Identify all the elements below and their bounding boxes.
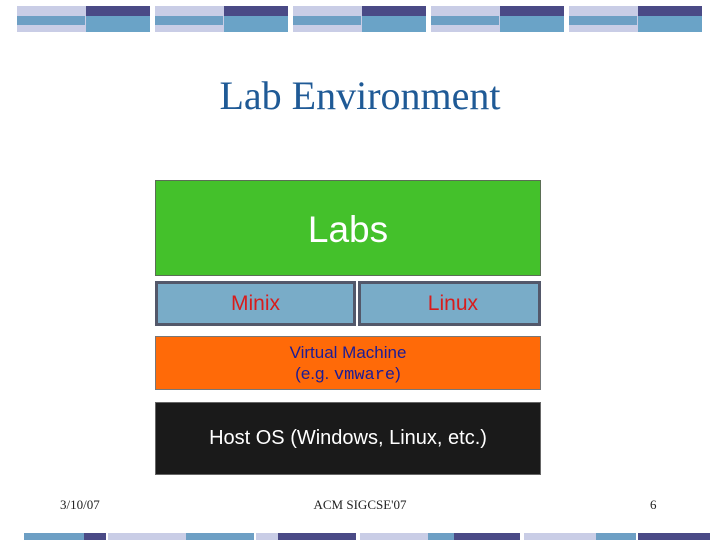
top-band-block [569,6,702,32]
vm-label-line1: Virtual Machine [289,343,407,362]
vm-example-name: vmware [333,366,396,385]
top-band-block [431,6,564,32]
labs-label: Labs [307,209,389,250]
top-decorative-band [17,6,703,32]
footer-date: 3/10/07 [60,497,100,512]
slide-title: Lab Environment [219,73,501,118]
vm-label-line2: (e.g. vmware) [156,363,540,386]
top-band-block [17,6,150,32]
labs-layer: Labs [155,180,541,276]
vm-example-suffix: ) [395,364,401,383]
host-os-layer: Host OS (Windows, Linux, etc.) [155,402,541,475]
linux-layer: Linux [358,281,541,326]
minix-layer: Minix [155,281,356,326]
bottom-decorative-band [24,533,710,540]
linux-label: Linux [427,292,478,315]
footer-page-number: 6 [650,497,657,512]
minix-label: Minix [230,292,280,315]
footer-conference: ACM SIGCSE'07 [313,497,407,512]
virtual-machine-layer: Virtual Machine (e.g. vmware) [155,336,541,390]
vm-example-prefix: (e.g. [295,364,334,383]
host-os-label: Host OS (Windows, Linux, etc.) [209,427,487,449]
top-band-block [293,6,426,32]
top-band-block [155,6,288,32]
